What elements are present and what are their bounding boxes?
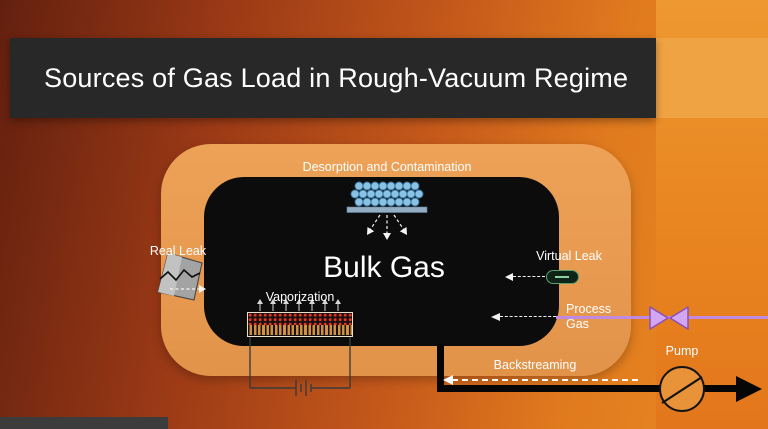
virtual-leak-label: Virtual Leak xyxy=(536,249,602,263)
heater-evaporant-dots xyxy=(248,313,352,325)
virtual-leak-arrowhead xyxy=(505,273,513,281)
slide-title: Sources of Gas Load in Rough-Vacuum Regi… xyxy=(44,62,629,93)
pump-icon xyxy=(659,366,705,412)
heater-circuit-icon xyxy=(249,336,351,396)
heater-hatch xyxy=(248,325,352,335)
backstreaming-label: Backstreaming xyxy=(493,358,577,372)
pump-vane-line xyxy=(661,376,703,404)
process-gas-label: Process Gas xyxy=(566,302,612,331)
pump-label: Pump xyxy=(665,344,699,358)
backstreaming-arrowhead xyxy=(443,375,453,385)
pump-pipe-horizontal xyxy=(437,385,740,392)
title-banner: Sources of Gas Load in Rough-Vacuum Regi… xyxy=(10,38,656,118)
process-gas-arrowhead xyxy=(491,313,500,321)
virtual-leak-slit xyxy=(555,276,569,278)
heater-crucible-icon xyxy=(247,312,353,337)
bulk-gas-label: Bulk Gas xyxy=(323,251,445,284)
process-gas-valve-icon xyxy=(649,306,689,330)
process-gas-arrow xyxy=(500,316,556,317)
vaporization-arrows-icon xyxy=(257,299,341,311)
title-accent-block xyxy=(656,38,768,118)
real-leak-label: Real Leak xyxy=(149,244,207,258)
backstreaming-arrow xyxy=(452,379,638,381)
desorption-molecules-icon xyxy=(346,181,428,240)
desorption-label: Desorption and Contamination xyxy=(302,160,472,174)
bottom-left-bar xyxy=(0,417,168,429)
pump-pipe-arrowhead xyxy=(736,376,762,402)
virtual-leak-icon xyxy=(546,270,579,284)
vaporization-label: Vaporization xyxy=(265,290,335,304)
virtual-leak-arrow xyxy=(513,276,545,277)
real-leak-crack-icon xyxy=(157,252,206,301)
pump-pipe-vertical xyxy=(437,344,444,390)
